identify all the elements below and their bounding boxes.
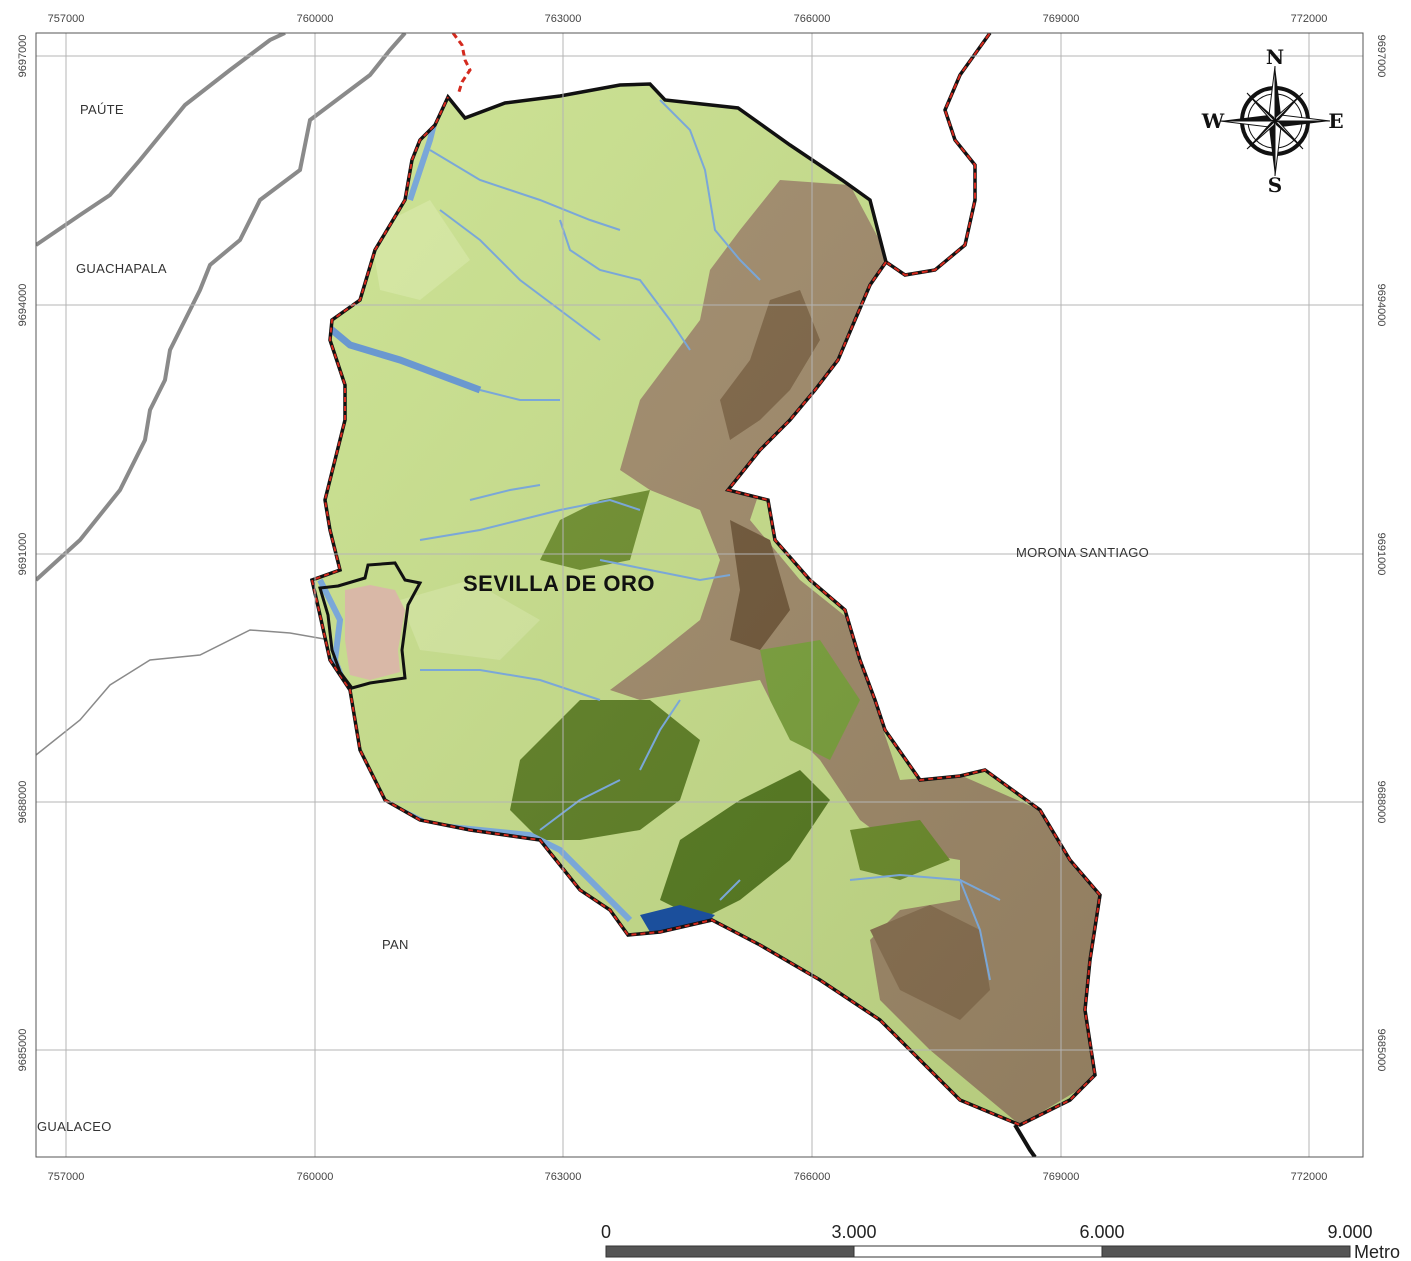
x-ticks-bottom: 757000 760000 763000 766000 769000 77200… xyxy=(48,1171,1328,1183)
main-river xyxy=(317,317,482,394)
place-label-guachapala: GUACHAPALA xyxy=(76,261,167,276)
compass-e: E xyxy=(1328,109,1343,133)
y-ticks-left: 9697000 9694000 9691000 9688000 9685000 xyxy=(17,35,29,1072)
scale-label: 3.000 xyxy=(831,1222,876,1242)
x-tick-label: 766000 xyxy=(794,13,831,25)
x-tick-label: 757000 xyxy=(48,13,85,25)
y-tick-label: 9694000 xyxy=(1375,284,1387,327)
place-label-paute: PAÚTE xyxy=(80,102,124,117)
scale-label: 6.000 xyxy=(1079,1222,1124,1242)
y-tick-label: 9688000 xyxy=(17,781,29,824)
y-tick-label: 9691000 xyxy=(17,533,29,576)
place-label-pan: PAN xyxy=(382,937,409,952)
x-tick-label: 763000 xyxy=(545,13,582,25)
coordinate-grid xyxy=(36,33,1363,1157)
x-tick-label: 769000 xyxy=(1043,1171,1080,1183)
x-tick-label: 772000 xyxy=(1291,13,1328,25)
y-tick-label: 9685000 xyxy=(17,1029,29,1072)
y-tick-label: 9697000 xyxy=(1375,35,1387,78)
rivers xyxy=(419,99,1001,981)
scale-label: 0 xyxy=(601,1222,611,1242)
scale-bar: 0 3.000 6.000 9.000 Metro xyxy=(601,1222,1400,1261)
x-tick-label: 760000 xyxy=(297,1171,334,1183)
x-tick-label: 763000 xyxy=(545,1171,582,1183)
scale-label: 9.000 xyxy=(1327,1222,1372,1242)
urban-area xyxy=(345,585,405,680)
scale-unit: Metro xyxy=(1354,1242,1400,1261)
y-tick-label: 9685000 xyxy=(1375,1029,1387,1072)
x-tick-label: 757000 xyxy=(48,1171,85,1183)
compass-s: S xyxy=(1268,173,1282,197)
x-tick-label: 769000 xyxy=(1043,13,1080,25)
y-tick-label: 9691000 xyxy=(1375,533,1387,576)
place-label-gualaceo: GUALACEO xyxy=(37,1119,112,1134)
neighbour-boundaries xyxy=(36,33,1037,1157)
y-ticks-right: 9697000 9694000 9691000 9688000 9685000 xyxy=(1375,35,1387,1072)
map-title: SEVILLA DE ORO xyxy=(463,571,655,596)
x-tick-label: 760000 xyxy=(297,13,334,25)
y-tick-label: 9688000 xyxy=(1375,781,1387,824)
compass-rose-icon: N S E W xyxy=(1201,45,1344,197)
place-label-morona-santiago: MORONA SANTIAGO xyxy=(1016,545,1149,560)
x-ticks-top: 757000 760000 763000 766000 769000 77200… xyxy=(48,13,1328,25)
y-tick-label: 9697000 xyxy=(17,35,29,78)
compass-w: W xyxy=(1201,109,1225,133)
x-tick-label: 772000 xyxy=(1291,1171,1328,1183)
urban-boundary xyxy=(318,561,423,690)
compass-n: N xyxy=(1266,45,1284,69)
x-tick-label: 766000 xyxy=(794,1171,831,1183)
y-tick-label: 9694000 xyxy=(17,284,29,327)
